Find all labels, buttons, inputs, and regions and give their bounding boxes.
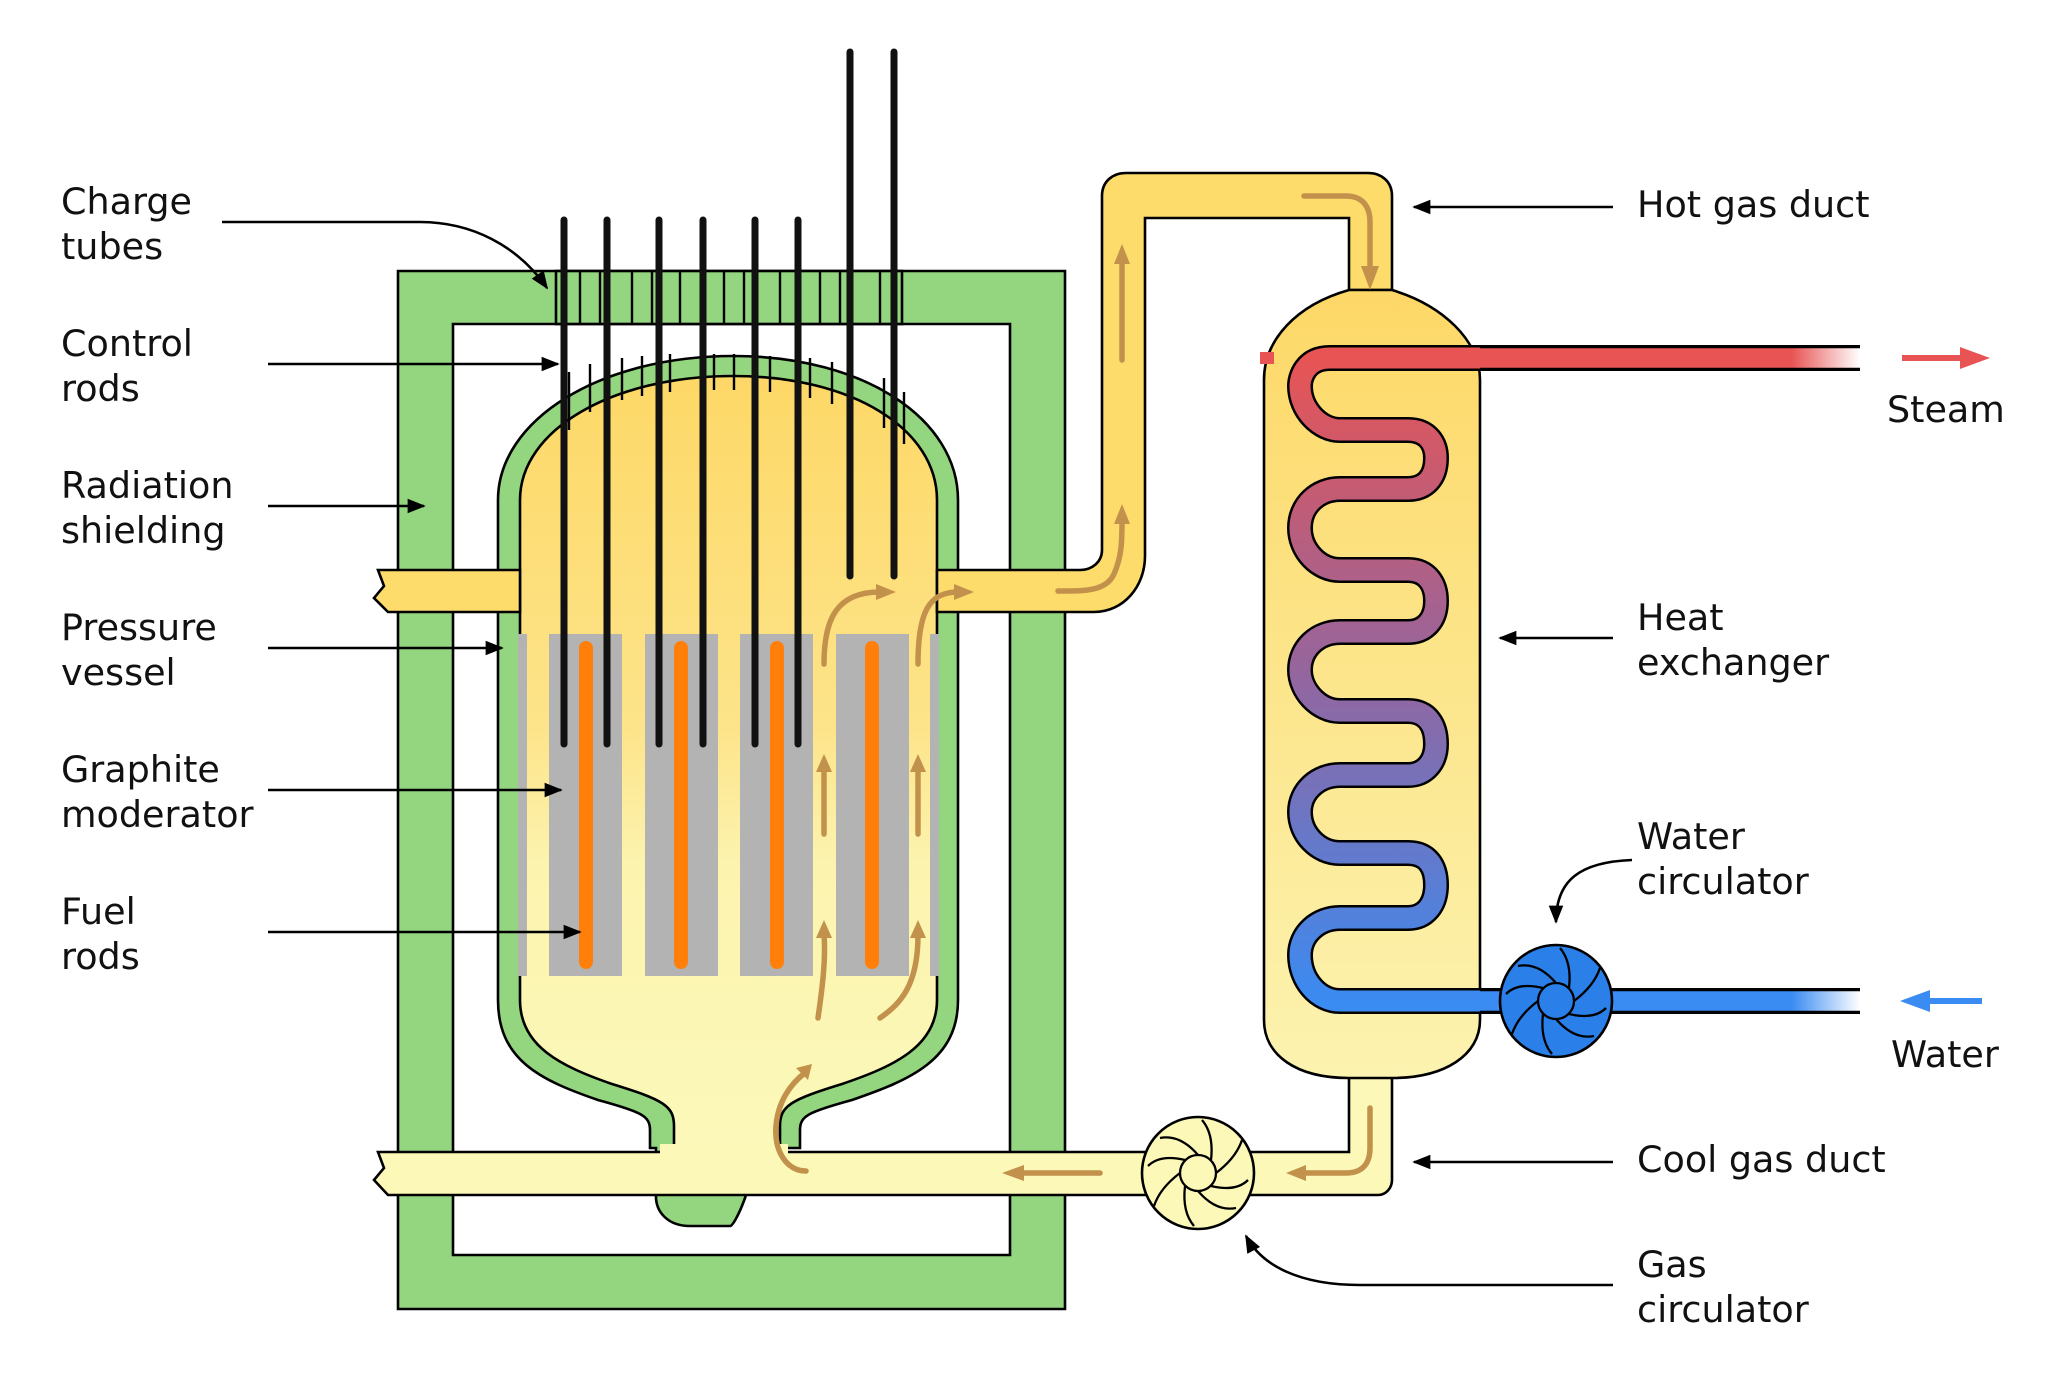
hot-gas-duct xyxy=(372,171,1394,614)
leader-lines xyxy=(222,199,1633,1287)
svg-text:vessel: vessel xyxy=(61,651,176,694)
label-fuel-rods: Fuel rods xyxy=(61,890,140,978)
svg-text:Water: Water xyxy=(1637,815,1745,858)
water-in-arrow xyxy=(1900,990,1982,1012)
label-hot-gas-duct: Hot gas duct xyxy=(1637,183,1870,226)
dome-penetrations xyxy=(567,354,906,444)
svg-text:moderator: moderator xyxy=(61,793,254,836)
svg-text:rods: rods xyxy=(61,935,140,978)
label-cool-gas-duct: Cool gas duct xyxy=(1637,1138,1886,1181)
charge-tube-grille xyxy=(554,269,904,326)
gas-flow-arrows xyxy=(773,193,1379,1181)
label-graphite-moderator: Graphite moderator xyxy=(61,748,254,836)
label-control-rods: Control rods xyxy=(61,322,193,410)
svg-text:Pressure: Pressure xyxy=(61,606,217,649)
steam-out-arrow xyxy=(1902,347,1990,369)
reactor-gas-volume xyxy=(518,374,939,1162)
heat-exchanger-coil xyxy=(1260,345,1860,1014)
label-gas-circulator: Gas circulator xyxy=(1637,1243,1809,1331)
label-charge-tubes: Charge tubes xyxy=(61,180,192,268)
svg-text:rods: rods xyxy=(61,367,140,410)
label-heat-exchanger: Heat exchanger xyxy=(1637,596,1829,684)
control-rods xyxy=(560,48,898,748)
svg-text:Graphite: Graphite xyxy=(61,748,220,791)
svg-text:Control: Control xyxy=(61,322,193,365)
label-water: Water xyxy=(1891,1033,1999,1076)
fuel-rods xyxy=(579,641,879,969)
water-circulator-pump xyxy=(1498,943,1614,1059)
svg-text:tubes: tubes xyxy=(61,225,163,268)
gas-circulator-fan xyxy=(1140,1115,1256,1231)
svg-text:circulator: circulator xyxy=(1637,1288,1809,1331)
label-radiation-shielding: Radiation shielding xyxy=(61,464,234,552)
svg-text:Heat: Heat xyxy=(1637,596,1724,639)
svg-text:Charge: Charge xyxy=(61,180,192,223)
svg-text:circulator: circulator xyxy=(1637,860,1809,903)
svg-text:exchanger: exchanger xyxy=(1637,641,1829,684)
label-steam: Steam xyxy=(1887,388,2005,431)
svg-text:shielding: shielding xyxy=(61,509,226,552)
svg-text:Gas: Gas xyxy=(1637,1243,1707,1286)
label-pressure-vessel: Pressure vessel xyxy=(61,606,217,694)
svg-text:Radiation: Radiation xyxy=(61,464,234,507)
svg-text:Fuel: Fuel xyxy=(61,890,136,933)
label-water-circulator: Water circulator xyxy=(1637,815,1809,903)
